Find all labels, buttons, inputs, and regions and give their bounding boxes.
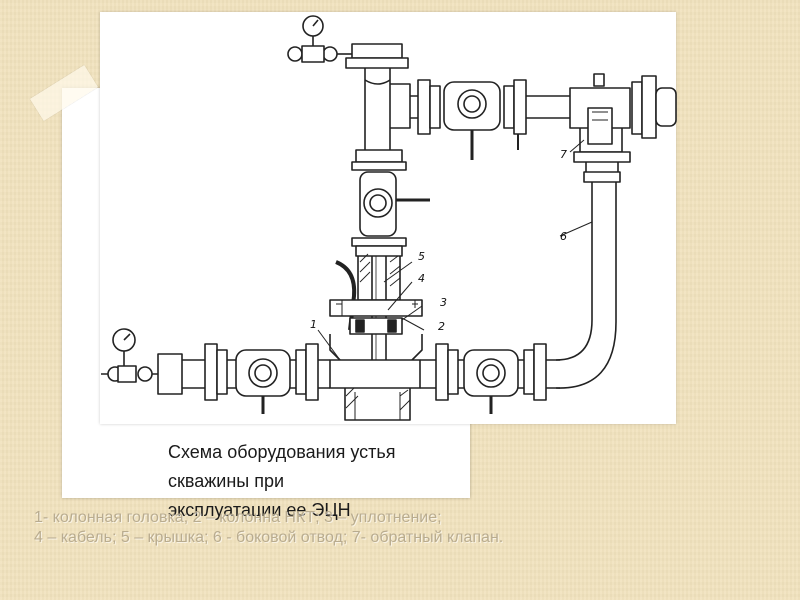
pressure-gauge-top xyxy=(287,15,352,63)
column-head xyxy=(329,299,423,421)
legend-line-2: 4 – кабель; 5 – крышка; 6 - боковой отво… xyxy=(34,529,504,546)
caption-line-1: Схема оборудования устья скважины при xyxy=(168,442,396,491)
vertical-column xyxy=(345,43,430,360)
check-valve-tee xyxy=(569,73,677,163)
pressure-gauge-left xyxy=(101,328,158,383)
upper-horizontal-line xyxy=(410,79,570,160)
legend-line-1: 1- колонная головка; 2 – колонна НКТ; 3 … xyxy=(34,509,442,526)
diagram-legend: 1- колонная головка; 2 – колонна НКТ; 3 … xyxy=(34,508,774,548)
horizontal-main-line xyxy=(157,343,560,414)
diagram-label-3: 3 xyxy=(440,296,447,309)
diagram-label-2: 2 xyxy=(438,320,445,333)
cable-curve xyxy=(335,260,357,331)
caption-line-2: эксплуатации ее ЭЦН xyxy=(168,500,351,520)
label-leaders xyxy=(317,139,593,361)
diagram-label-1: 1 xyxy=(310,318,317,331)
diagram-label-7: 7 xyxy=(560,148,567,161)
side-outlet-pipe xyxy=(555,162,621,389)
diagram-label-5: 5 xyxy=(418,250,425,263)
diagram-caption: Схема оборудования устья скважины при эк… xyxy=(168,438,458,525)
diagram-label-4: 4 xyxy=(418,272,425,285)
diagram-label-6: 6 xyxy=(560,230,567,243)
